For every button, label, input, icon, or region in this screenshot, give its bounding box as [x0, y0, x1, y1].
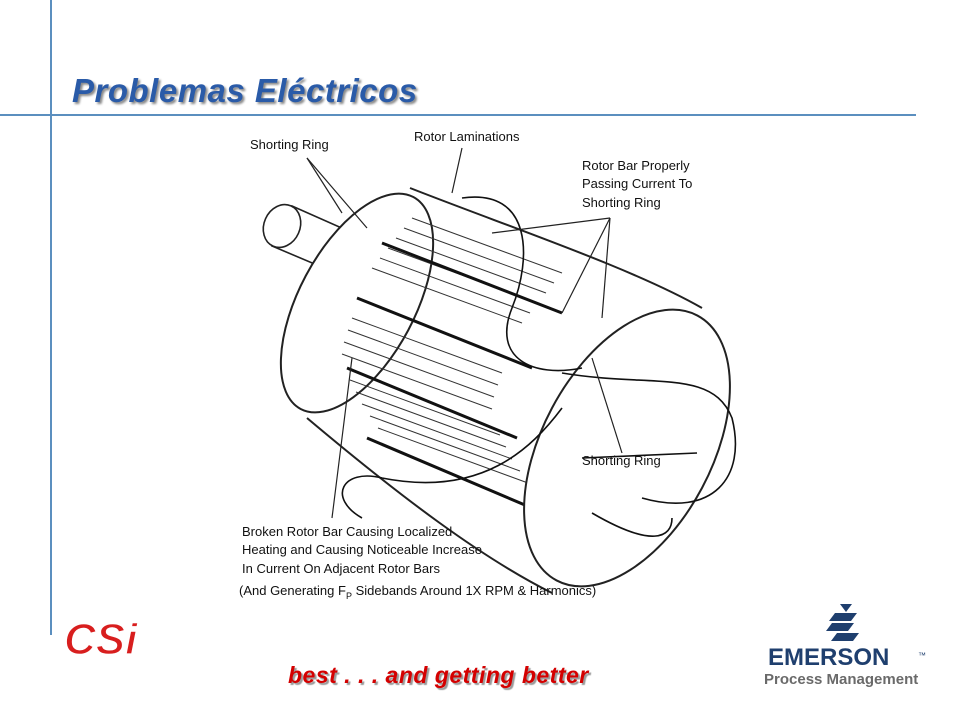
horizontal-accent-line: [0, 114, 916, 116]
label-proper-bar-line-1: Rotor Bar Properly: [582, 158, 690, 173]
rotor-diagram: Shorting Ring Rotor Laminations Rotor Ba…: [239, 129, 737, 601]
label-shorting-ring-bottom: Shorting Ring: [582, 453, 661, 468]
label-broken-bar-line-1: Broken Rotor Bar Causing Localized: [242, 524, 452, 539]
label-broken-bar-line-4-start: (And Generating F: [239, 583, 346, 598]
emerson-wordmark: EMERSON: [768, 644, 889, 671]
shorting-ring-end-face: [523, 308, 731, 588]
emerson-logo: EMERSON ™ Process Management: [764, 604, 926, 688]
label-rotor-laminations: Rotor Laminations: [414, 129, 520, 144]
label-fp-subscript: P: [346, 591, 352, 601]
slide-tagline: best . . . and getting better: [288, 662, 589, 688]
label-proper-bar-line-2: Passing Current To: [582, 176, 692, 191]
label-broken-bar-line-4-end: Sidebands Around 1X RPM & Harmonics): [352, 583, 596, 598]
vertical-accent-line: [50, 0, 52, 635]
label-broken-bar-line-3: In Current On Adjacent Rotor Bars: [242, 561, 440, 576]
current-flow-lines: [341, 196, 737, 537]
slide-title: Problemas Eléctricos: [72, 72, 418, 109]
label-shorting-ring-top: Shorting Ring: [250, 137, 329, 152]
emerson-trademark: ™: [918, 651, 926, 660]
csi-logo: CSi: [63, 614, 139, 662]
label-broken-bar-line-2: Heating and Causing Noticeable Increase: [242, 542, 482, 557]
label-leader-lines: [306, 147, 623, 519]
csi-logo-text: CSi: [64, 615, 138, 662]
label-proper-bar-line-3: Shorting Ring: [582, 195, 661, 210]
process-management-text: Process Management: [764, 671, 918, 688]
rotor-bars: [346, 241, 563, 510]
emerson-logo-mark: [826, 604, 859, 641]
label-broken-bar-line-4: (And Generating FP Sidebands Around 1X R…: [239, 583, 596, 601]
